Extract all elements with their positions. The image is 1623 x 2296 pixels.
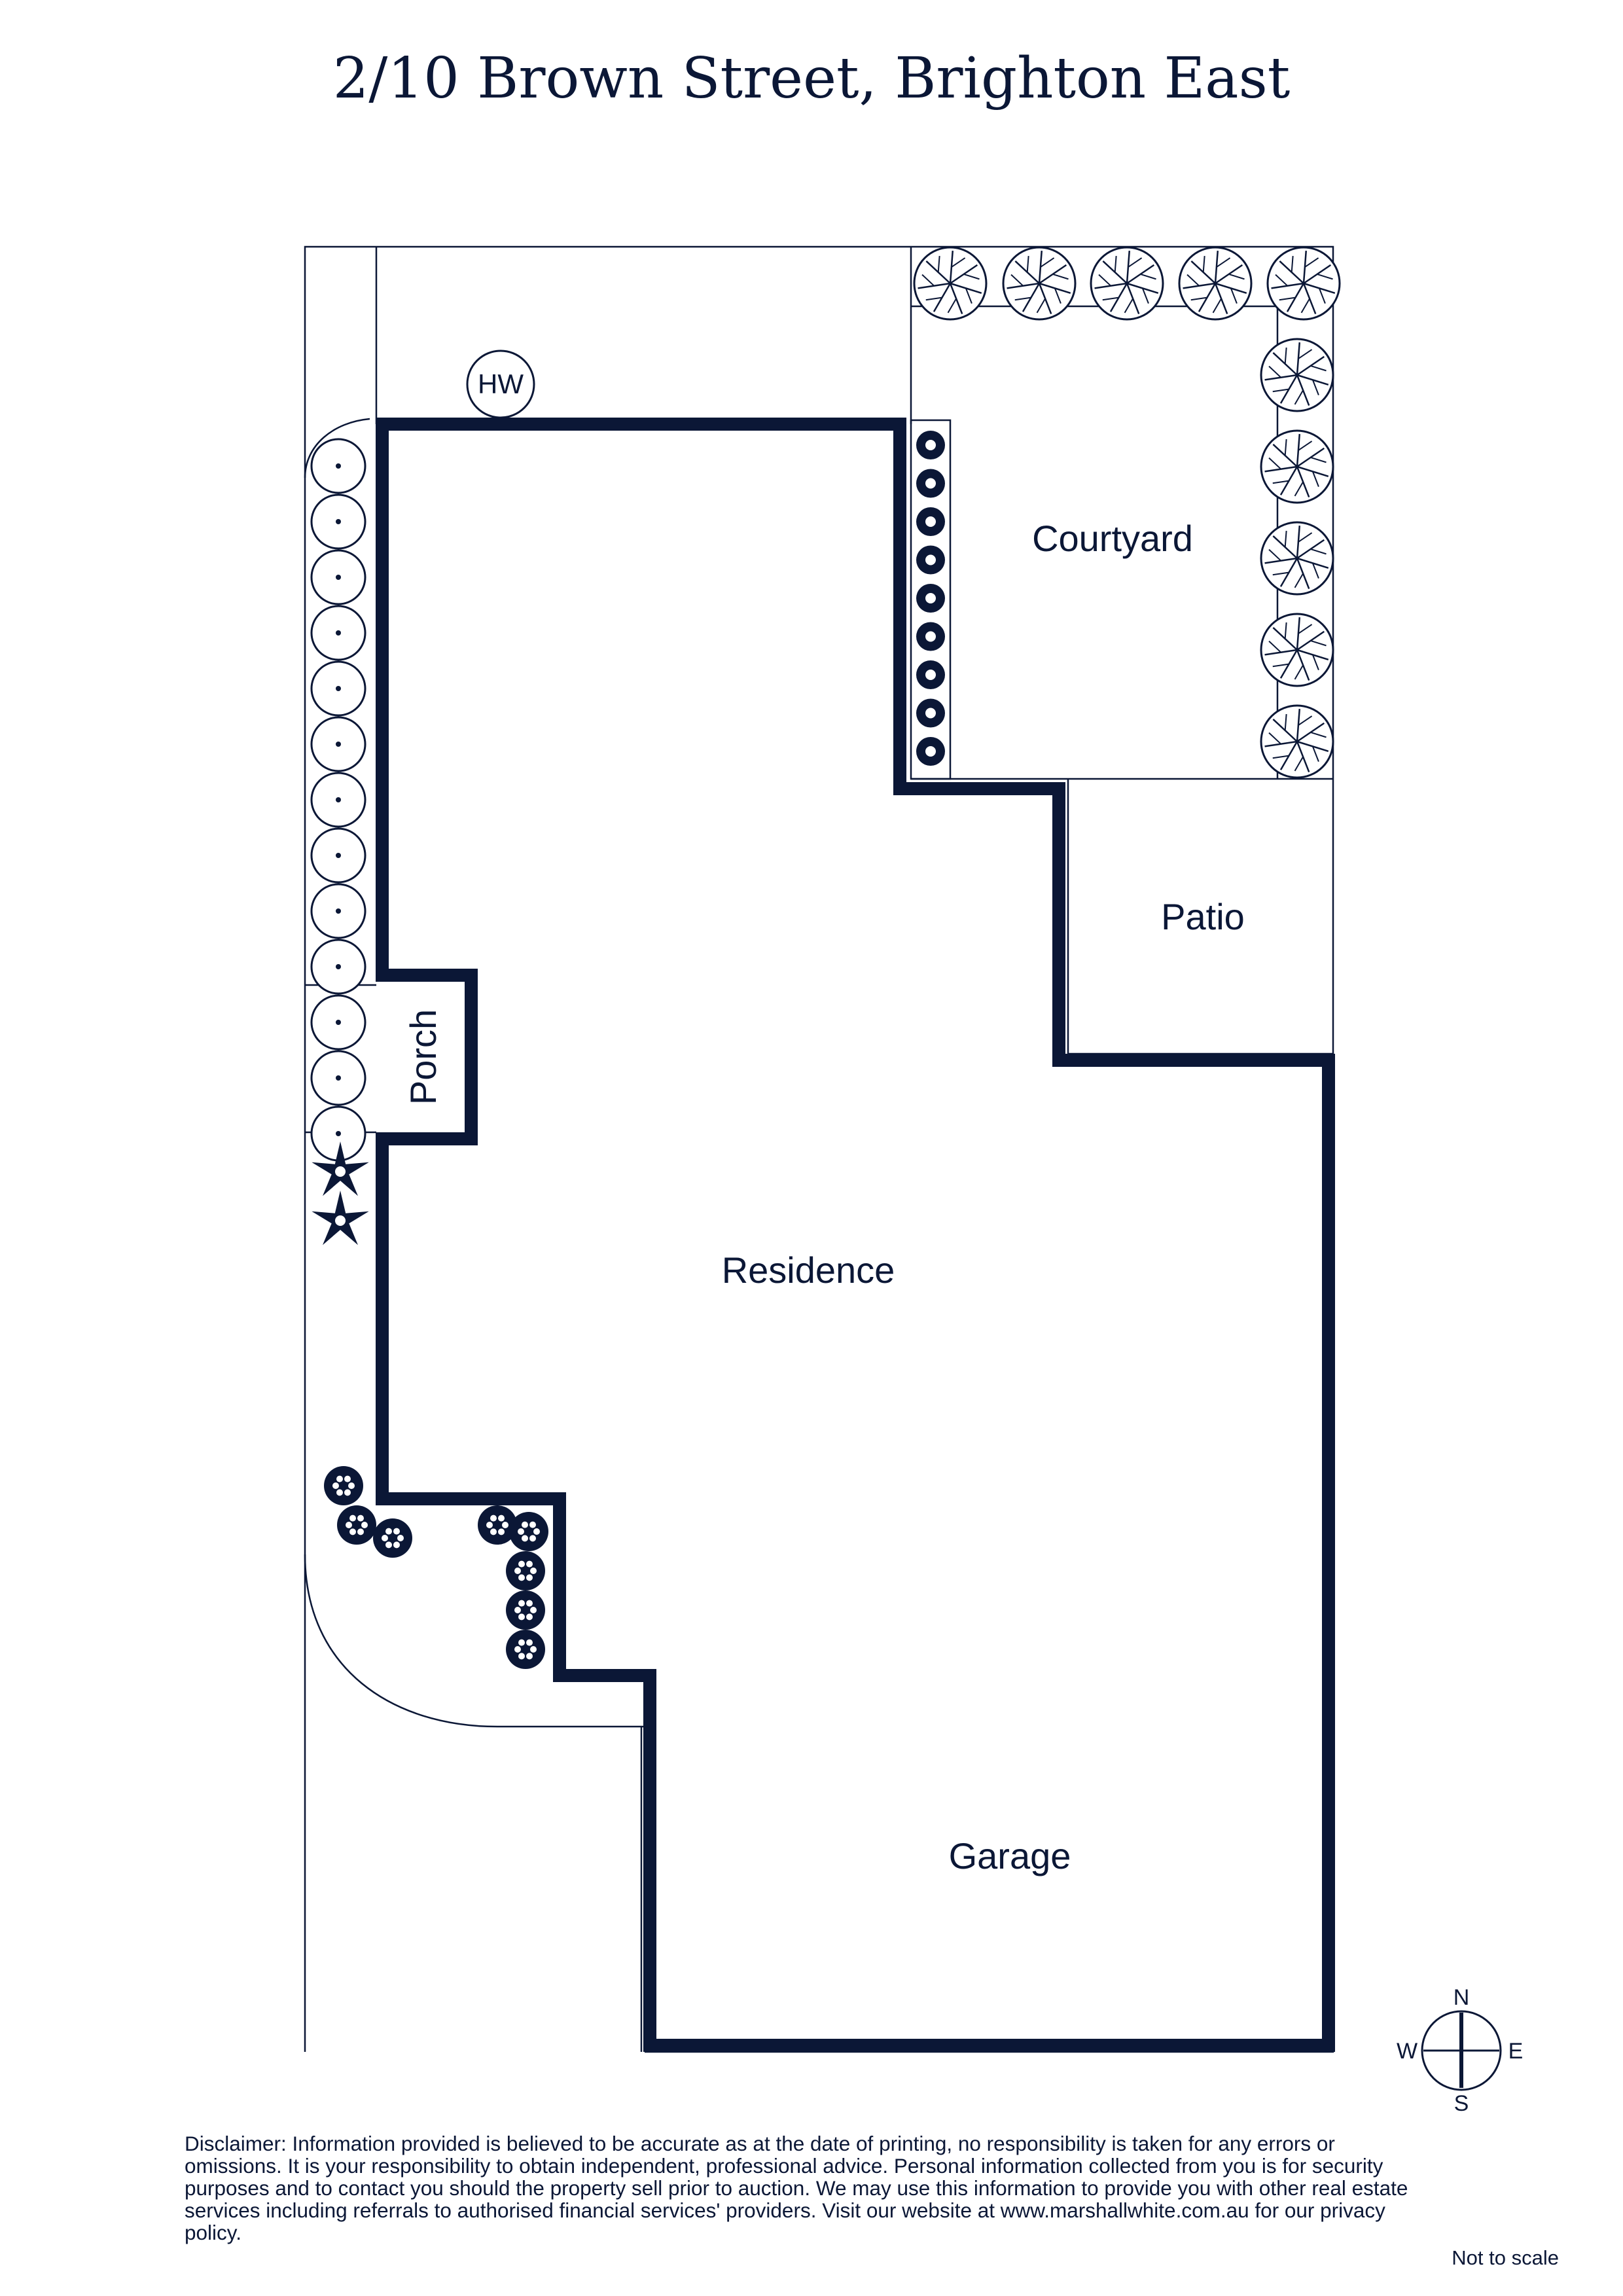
hedge-plant-icon — [310, 660, 366, 717]
tree-icon — [1260, 429, 1334, 504]
tree-icon — [913, 246, 988, 321]
side-hedge — [310, 438, 366, 1162]
hot-water-icon — [466, 350, 535, 419]
tree-icon — [1260, 338, 1334, 412]
hedge-plant-icon — [310, 605, 366, 661]
bush-icon — [509, 1512, 548, 1551]
compass: N S W E — [1397, 1985, 1523, 2116]
bush-icon — [337, 1505, 376, 1545]
room-label-patio: Patio — [1161, 896, 1245, 937]
compass-icon — [1421, 2010, 1502, 2091]
hedge-plant-icon — [310, 994, 366, 1050]
shrub-icon — [916, 584, 945, 613]
tree-icon — [1260, 521, 1334, 596]
hedge-plant-icon — [310, 1050, 366, 1106]
hedge-plant-icon — [310, 883, 366, 939]
shrub-icon — [916, 545, 945, 575]
residence-walls — [376, 418, 1335, 2052]
scale-note: Not to scale — [1452, 2246, 1559, 2269]
shrub-icon — [916, 431, 945, 459]
shrub-icon — [916, 622, 945, 651]
tree-icon — [1260, 704, 1334, 779]
room-label-residence: Residence — [722, 1249, 895, 1291]
front-bushes — [324, 1466, 548, 1669]
bush-icon — [324, 1466, 363, 1505]
garden-bed-shrubs — [916, 431, 945, 766]
hot-water-label: HW — [478, 368, 524, 399]
shrub-icon — [916, 507, 945, 536]
compass-s: S — [1454, 2091, 1469, 2116]
shrub-icon — [916, 469, 945, 498]
bush-icon — [478, 1505, 517, 1545]
tree-icon — [1002, 246, 1077, 321]
shrub-icon — [916, 737, 945, 766]
page-title: 2/10 Brown Street, Brighton East — [332, 46, 1291, 111]
bush-icon — [506, 1630, 545, 1669]
garden-bed — [910, 419, 952, 780]
bush-icon — [506, 1590, 545, 1630]
shrub-icon — [916, 660, 945, 689]
tree-icon — [1266, 246, 1341, 321]
hedge-plant-icon — [310, 716, 366, 772]
hedge-plant-icon — [310, 549, 366, 605]
hot-water-unit: HW — [466, 350, 535, 419]
hedge-plant-icon — [310, 772, 366, 828]
star-plant-icon — [312, 1191, 369, 1246]
room-label-porch: Porch — [402, 1009, 444, 1105]
bush-icon — [506, 1551, 545, 1590]
room-label-courtyard: Courtyard — [1032, 518, 1193, 559]
compass-n: N — [1454, 1985, 1470, 2010]
driveway-curve — [304, 1554, 645, 1728]
hedge-plant-icon — [310, 438, 366, 494]
hedge-plant-icon — [310, 939, 366, 995]
tree-icon — [1260, 613, 1334, 687]
compass-w: W — [1397, 2039, 1418, 2064]
courtyard-trees — [913, 246, 1341, 779]
hedge-plant-icon — [310, 493, 366, 550]
hedge-curve — [304, 418, 370, 478]
bush-icon — [373, 1518, 412, 1558]
tree-icon — [1178, 246, 1253, 321]
compass-e: E — [1508, 2039, 1524, 2064]
star-plants — [312, 1141, 369, 1246]
shrub-icon — [916, 698, 945, 728]
disclaimer-text: Disclaimer: Information provided is beli… — [185, 2132, 1408, 2244]
star-plant-icon — [312, 1141, 369, 1196]
room-label-garage: Garage — [949, 1835, 1071, 1876]
tree-icon — [1090, 246, 1164, 321]
hedge-plant-icon — [310, 827, 366, 884]
